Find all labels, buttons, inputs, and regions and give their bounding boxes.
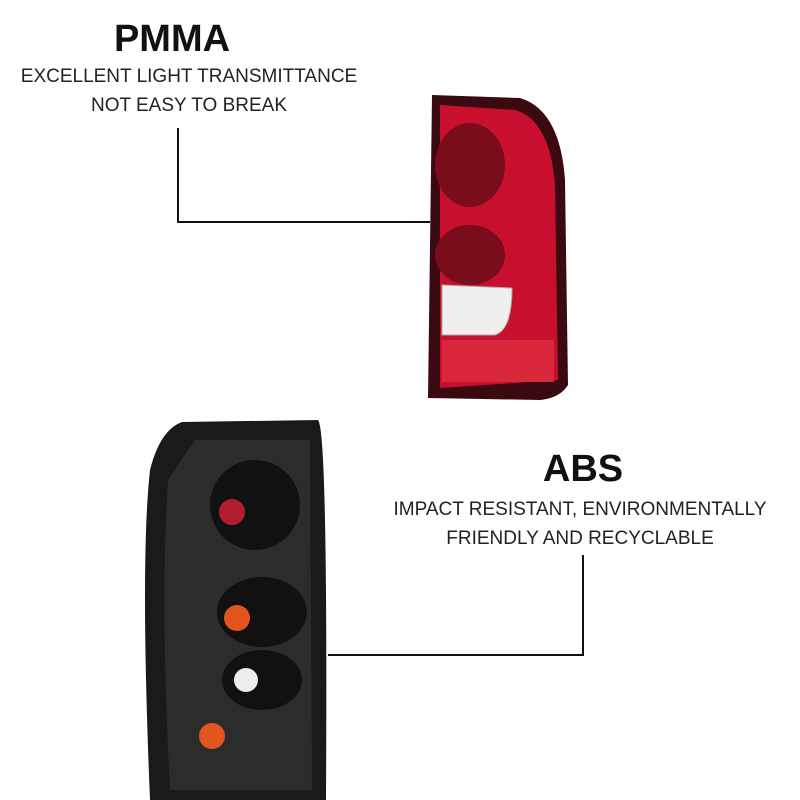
pmma-line-1: EXCELLENT LIGHT TRANSMITTANCE [20, 66, 358, 87]
callout-lines [177, 128, 584, 656]
pmma-title: PMMA [113, 18, 231, 60]
abs-line-2: FRIENDLY AND RECYCLABLE [446, 528, 714, 549]
abs-title: ABS [542, 448, 624, 490]
pmma-line-2: NOT EASY TO BREAK [90, 95, 288, 116]
tail-light-back-housing [145, 420, 327, 800]
abs-line-1: IMPACT RESISTANT, ENVIRONMENTALLY [393, 499, 767, 520]
abs-description: IMPACT RESISTANT, ENVIRONMENTALLY FRIEND… [380, 495, 780, 553]
tail-light-front-lens [428, 95, 568, 400]
pmma-description: EXCELLENT LIGHT TRANSMITTANCE NOT EASY T… [0, 62, 378, 120]
